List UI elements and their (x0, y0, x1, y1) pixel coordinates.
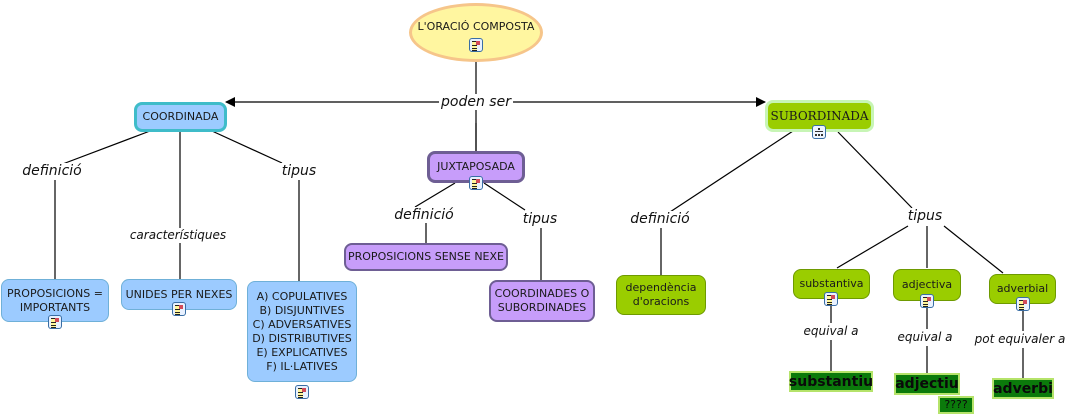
node-label: UNIDES PER NEXES (125, 287, 233, 301)
root-concept-label: L'ORACIÓ COMPOSTA (417, 19, 535, 33)
document-image-icon[interactable] (469, 176, 483, 190)
node-label: substantiu (788, 373, 874, 390)
link-label-definicio: definició (392, 207, 456, 223)
proposicions-importants-node[interactable]: PROPOSICIONS = IMPORTANTS (1, 279, 109, 322)
subordinada-label: SUBORDINADA (770, 109, 869, 123)
node-label: adjectiu (895, 376, 959, 392)
node-label: adverbial (996, 282, 1049, 295)
tipus-item: B) DISJUNTIVES (259, 303, 345, 317)
document-image-icon[interactable] (469, 38, 483, 52)
substantiu-node[interactable]: substantiu (789, 371, 873, 392)
node-label: PROPOSICIONS SENSE NEXE (348, 250, 504, 263)
link-label-tipus: tipus (520, 211, 560, 227)
coordinada-node[interactable]: COORDINADA (134, 102, 227, 132)
link-label-pot-equivaler-a: pot equivaler a (972, 332, 1068, 346)
dependencia-oracions-node[interactable]: dependència d'oracions (616, 275, 706, 315)
link-label-equival-a: equival a (801, 324, 861, 338)
question-note-node[interactable]: ???? (938, 396, 974, 414)
document-image-icon[interactable] (1016, 297, 1030, 311)
link-label-poden-ser: poden ser (439, 94, 513, 110)
link-label-definicio: definició (628, 211, 692, 227)
link-label-tipus: tipus (279, 163, 319, 179)
adjectiu-node[interactable]: adjectiu (894, 373, 960, 395)
link-label-tipus: tipus (905, 208, 945, 224)
tipus-item: E) EXPLICATIVES (256, 345, 348, 359)
node-label: PROPOSICIONS = IMPORTANTS (7, 286, 103, 314)
document-image-icon[interactable] (295, 385, 309, 399)
juxtaposada-node[interactable]: JUXTAPOSADA (427, 151, 525, 183)
link-label-equival-a: equival a (895, 330, 955, 344)
document-image-icon[interactable] (172, 302, 186, 316)
node-label: ???? (944, 398, 968, 411)
node-label: substantiva (799, 277, 864, 290)
node-label: dependència d'oracions (625, 281, 697, 308)
document-image-icon[interactable] (920, 294, 934, 308)
document-image-icon[interactable] (48, 315, 62, 329)
root-concept-node[interactable]: L'ORACIÓ COMPOSTA (409, 3, 543, 62)
node-label: COORDINADES O SUBORDINADES (494, 287, 590, 314)
node-label: adjectiva (901, 278, 953, 291)
adverbi-node[interactable]: adverbi (992, 378, 1054, 399)
node-label: adverbi (993, 380, 1053, 397)
document-image-icon[interactable] (824, 292, 838, 306)
coordinada-label: COORDINADA (142, 110, 219, 123)
juxtaposada-label: JUXTAPOSADA (437, 160, 515, 173)
tipus-item: D) DISTRIBUTIVES (252, 331, 352, 345)
tipus-item: C) ADVERSATIVES (252, 317, 352, 331)
link-label-caracteristiques: característiques (127, 228, 229, 242)
coordinada-tipus-list-node[interactable]: A) COPULATIVES B) DISJUNTIVES C) ADVERSA… (247, 281, 357, 382)
coordinades-o-subordinades-node[interactable]: COORDINADES O SUBORDINADES (489, 280, 595, 322)
tipus-item: F) IL·LATIVES (266, 359, 338, 373)
link-label-definicio: definició (20, 163, 84, 179)
hierarchy-icon[interactable] (812, 125, 826, 139)
tipus-item: A) COPULATIVES (256, 289, 348, 303)
proposicions-sense-nexe-node[interactable]: PROPOSICIONS SENSE NEXE (344, 243, 508, 271)
